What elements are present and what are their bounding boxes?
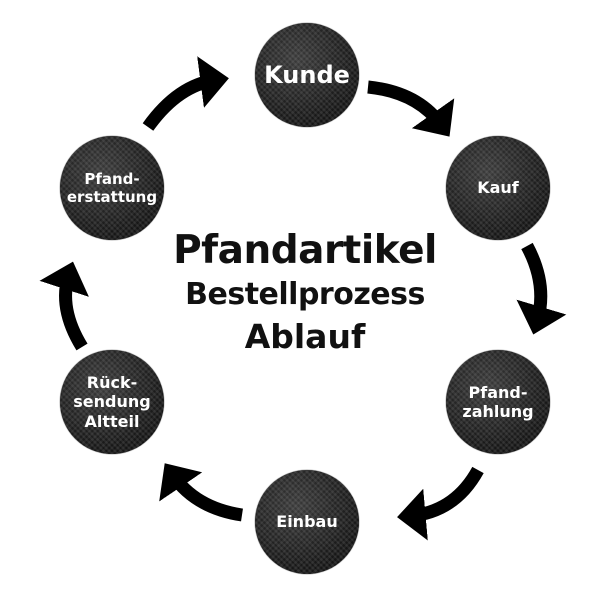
node-ruecksendung: Rück- sendung Altteil: [60, 350, 164, 454]
arrow-ruecksendung-to-pfanderstattung: [39, 261, 89, 351]
title-line-1: Pfandartikel: [173, 228, 437, 273]
arrow-einbau-to-ruecksendung: [159, 463, 244, 522]
node-label: Kunde: [264, 60, 350, 89]
diagram-title: Pfandartikel Bestellprozess Ablauf: [150, 228, 460, 358]
arrow-kunde-to-kauf: [367, 80, 455, 137]
node-label: Pfand- erstattung: [66, 170, 158, 206]
node-einbau: Einbau: [255, 470, 359, 574]
node-kauf: Kauf: [446, 136, 550, 240]
node-pfanderstattung: Pfand- erstattung: [60, 136, 164, 240]
arrow-pfanderstattung-to-kunde: [142, 56, 229, 131]
arrow-kauf-to-pfandzahlung: [516, 242, 567, 335]
node-label: Pfand- zahlung: [462, 382, 534, 421]
arrow-pfandzahlung-to-einbau: [397, 466, 484, 541]
node-pfandzahlung: Pfand- zahlung: [446, 350, 550, 454]
node-label: Kauf: [477, 178, 519, 198]
node-kunde: Kunde: [255, 23, 359, 127]
node-label: Rück- sendung Altteil: [73, 373, 151, 431]
title-line-2: Bestellprozess: [185, 277, 425, 312]
title-line-3: Ablauf: [244, 317, 366, 356]
node-label: Einbau: [276, 512, 338, 532]
